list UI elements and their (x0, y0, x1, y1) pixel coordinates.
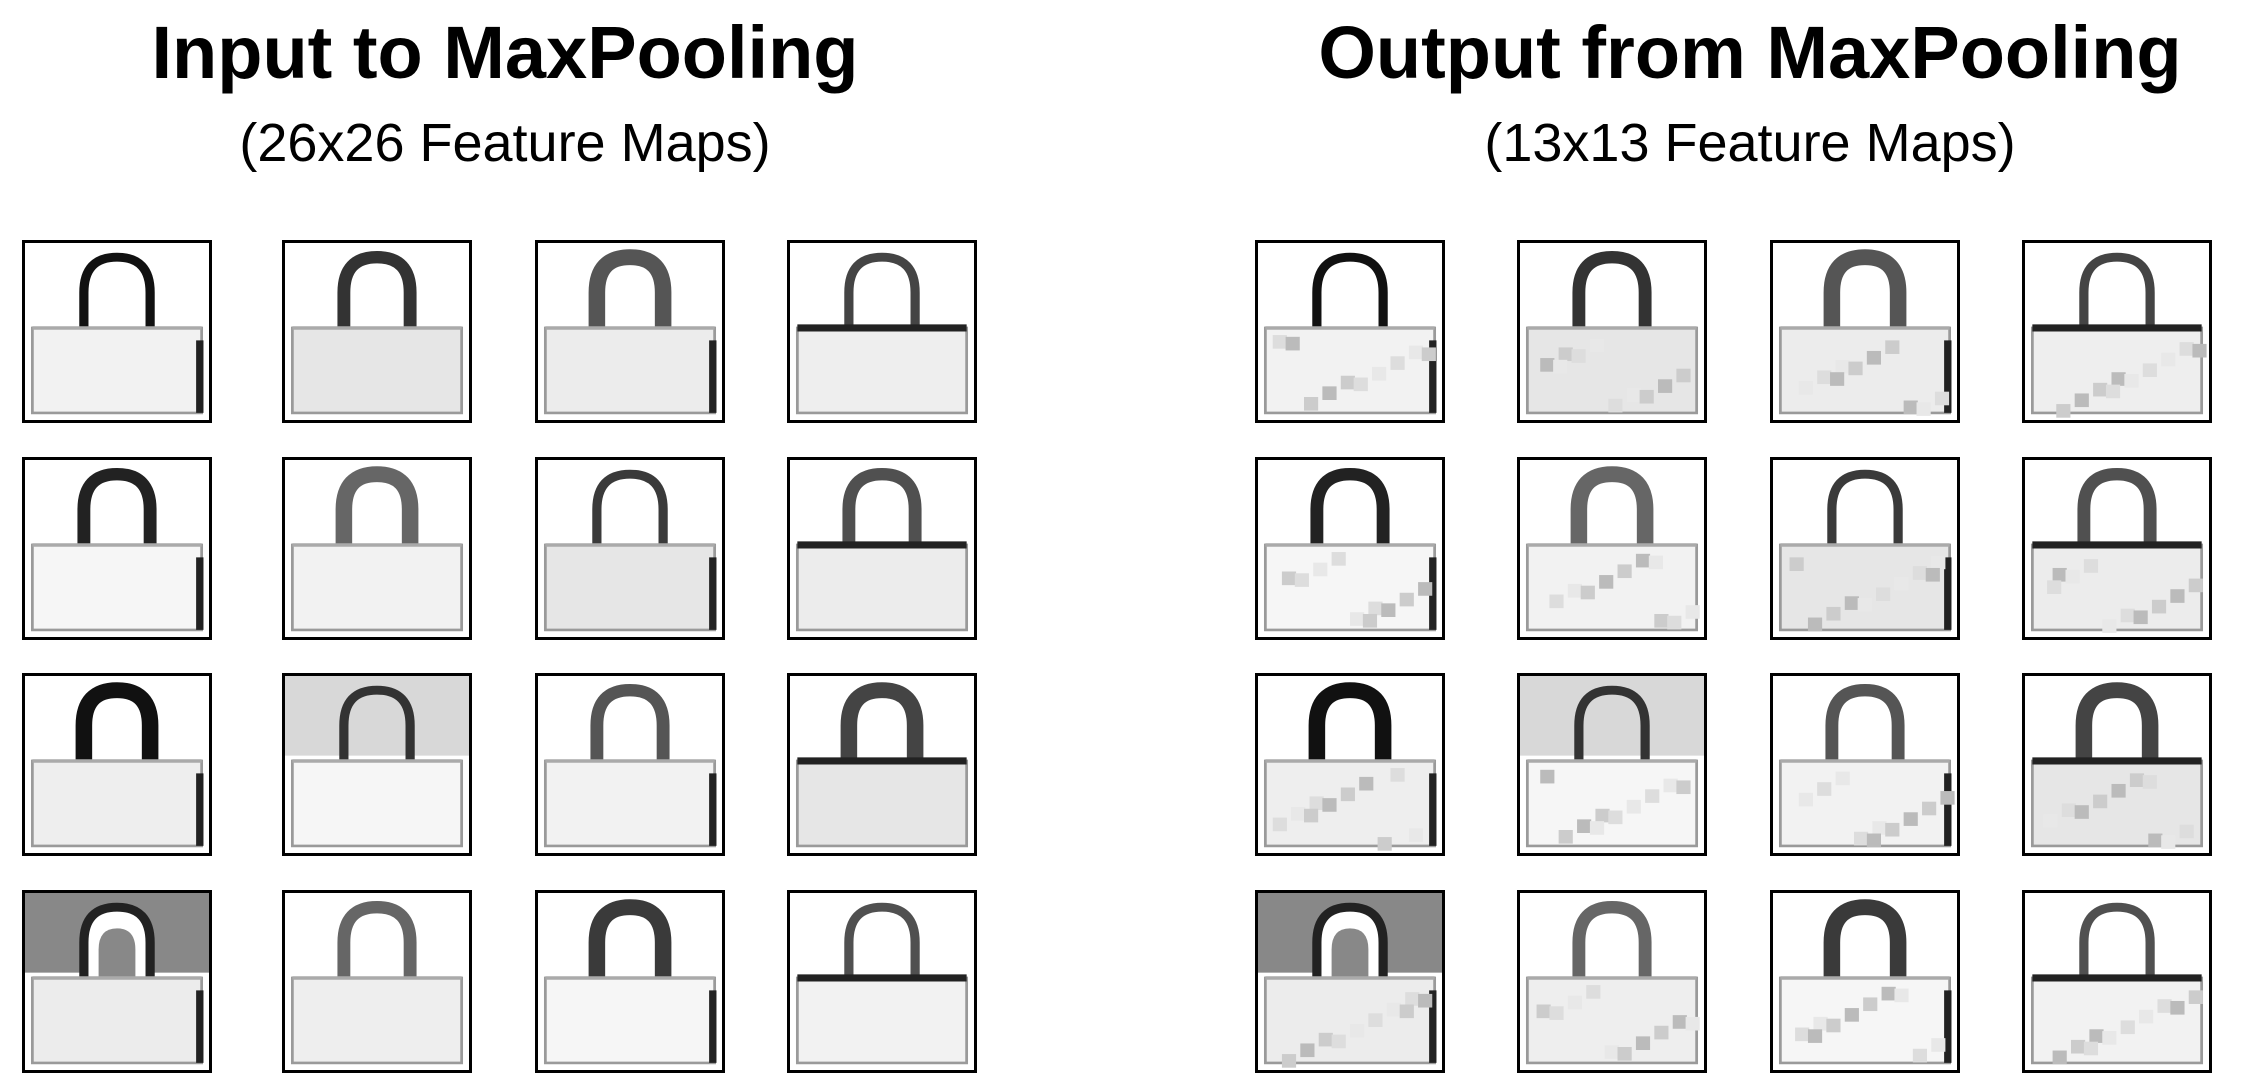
output-feature-map (1517, 673, 1707, 856)
handbag-feature-map-icon (290, 250, 464, 415)
handbag-feature-map-icon (25, 893, 209, 1065)
handbag-feature-map-icon (2030, 682, 2204, 849)
handbag-feature-map-icon (285, 676, 469, 848)
handbag-feature-map-icon (1778, 469, 1952, 632)
input-feature-map (787, 673, 977, 856)
handbag-feature-map-icon (543, 683, 717, 848)
input-feature-map (535, 457, 725, 640)
input-panel-subtitle: (26x26 Feature Maps) (239, 113, 771, 173)
handbag-feature-map-icon (1778, 899, 1952, 1065)
output-feature-map (1255, 890, 1445, 1073)
output-feature-map (1255, 673, 1445, 856)
output-feature-map (2022, 673, 2212, 856)
input-feature-map (787, 240, 977, 423)
handbag-feature-map-icon (543, 249, 717, 415)
handbag-feature-map-icon (290, 466, 464, 632)
output-feature-map (2022, 240, 2212, 423)
output-feature-map (2022, 457, 2212, 640)
output-feature-map (1517, 890, 1707, 1073)
input-panel-title: Input to MaxPooling (151, 11, 859, 94)
output-feature-map (1517, 457, 1707, 640)
handbag-feature-map-icon (1525, 466, 1700, 632)
handbag-feature-map-icon (1520, 676, 1704, 848)
input-feature-map-grid (0, 240, 1010, 1073)
output-feature-map (1770, 890, 1960, 1073)
handbag-feature-map-icon (1258, 893, 1442, 1068)
input-feature-map (282, 457, 472, 640)
handbag-feature-map-icon (2030, 467, 2204, 633)
handbag-feature-map-icon (795, 467, 969, 632)
output-feature-map (1517, 240, 1707, 423)
handbag-feature-map-icon (543, 899, 717, 1065)
input-feature-map (282, 890, 472, 1073)
input-feature-map (282, 673, 472, 856)
output-feature-map (1770, 457, 1960, 640)
output-feature-map (1255, 457, 1445, 640)
input-feature-map (535, 890, 725, 1073)
handbag-feature-map-icon (1263, 252, 1437, 415)
input-feature-map (282, 240, 472, 423)
input-feature-map (22, 890, 212, 1073)
handbag-feature-map-icon (30, 467, 204, 632)
handbag-feature-map-icon (1525, 250, 1699, 415)
input-feature-map (22, 673, 212, 856)
output-feature-map-grid (1255, 240, 2245, 1073)
handbag-feature-map-icon (1778, 683, 1955, 848)
input-feature-map (787, 890, 977, 1073)
handbag-feature-map-icon (1263, 467, 1437, 632)
handbag-feature-map-icon (1525, 900, 1700, 1065)
handbag-feature-map-icon (30, 252, 204, 415)
output-feature-map (1255, 240, 1445, 423)
output-feature-map (2022, 890, 2212, 1073)
input-feature-map (787, 457, 977, 640)
handbag-feature-map-icon (290, 900, 464, 1065)
handbag-feature-map-icon (543, 469, 717, 632)
output-feature-map (1770, 240, 1960, 423)
handbag-feature-map-icon (2030, 252, 2207, 418)
handbag-feature-map-icon (30, 682, 204, 848)
input-feature-map (22, 457, 212, 640)
output-panel-subtitle: (13x13 Feature Maps) (1484, 113, 2016, 173)
handbag-feature-map-icon (1778, 249, 1952, 416)
input-feature-map (535, 240, 725, 423)
output-panel-title: Output from MaxPooling (1318, 11, 2182, 94)
handbag-feature-map-icon (1263, 682, 1437, 851)
handbag-feature-map-icon (795, 252, 969, 415)
input-feature-map (22, 240, 212, 423)
output-feature-map (1770, 673, 1960, 856)
input-feature-map (535, 673, 725, 856)
handbag-feature-map-icon (795, 902, 969, 1065)
handbag-feature-map-icon (795, 682, 969, 848)
handbag-feature-map-icon (2030, 902, 2204, 1065)
